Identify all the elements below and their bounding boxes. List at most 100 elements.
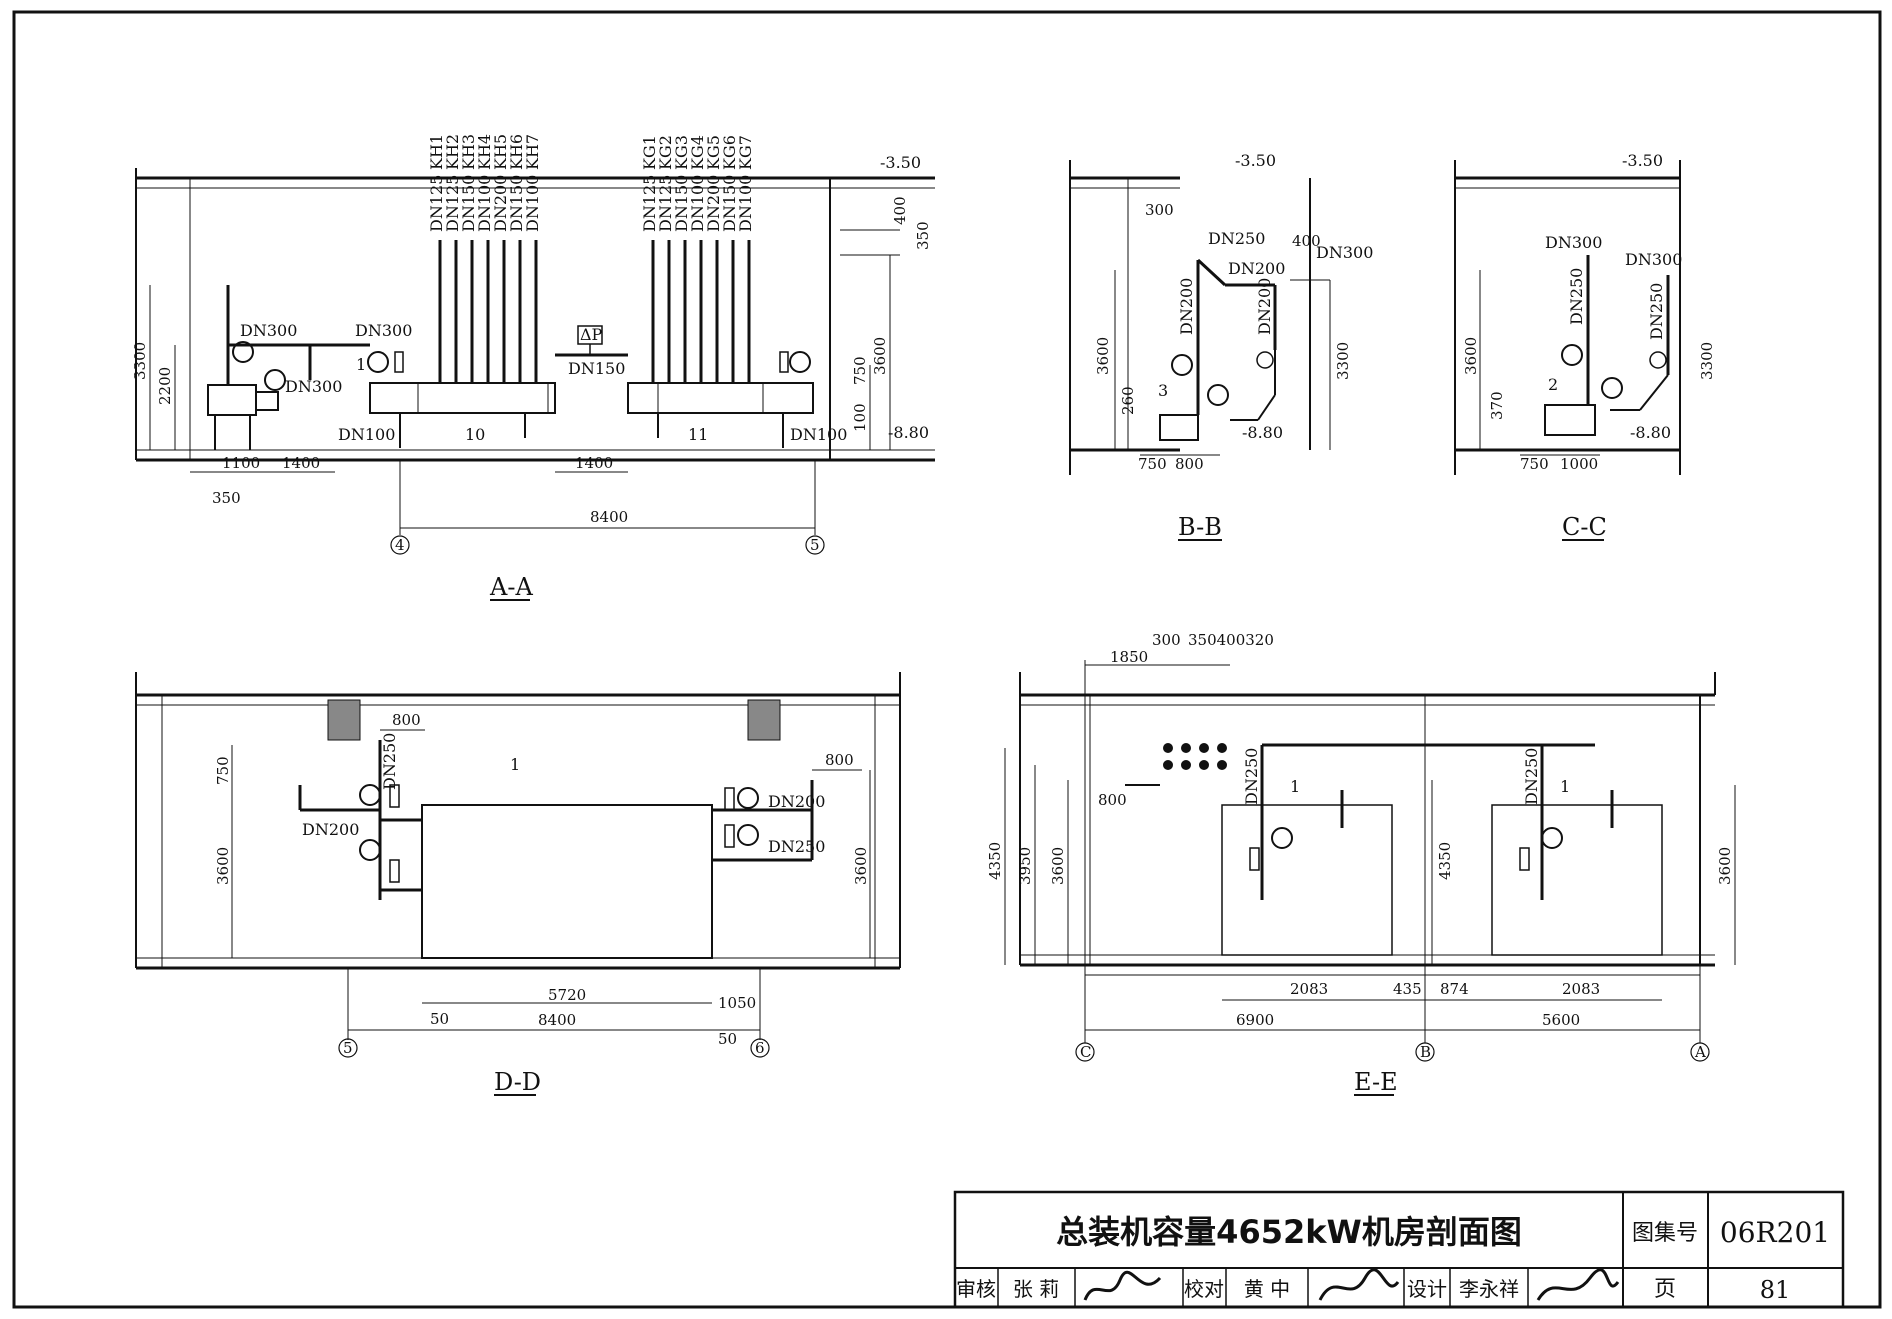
ee-ref-1-right: 1 [1560,777,1570,796]
ee-pipe-node [1199,743,1209,753]
page-number: 81 [1760,1276,1791,1304]
aa-ref-10: 10 [465,425,485,444]
aa-kg3-label: DN150 [672,175,691,232]
ee-pipe-node [1163,760,1173,770]
ee-dn250-left: DN250 [1242,748,1261,805]
section-ee [1004,660,1736,1062]
cc-dim-750: 750 [1520,455,1549,473]
atlas-label: 图集号 [1632,1221,1698,1246]
aa-dim-3300: 3300 [131,342,149,380]
ee-pipe-node [1181,760,1191,770]
aa-kh6-tag: KH6 [507,134,526,170]
dd-dim-1050: 1050 [718,994,756,1012]
aa-level-bottom: -8.80 [888,423,929,442]
aa-kh1-label: DN125 [427,175,446,232]
aa-kg2-tag: KG2 [656,135,675,170]
dd-dim-800-left: 800 [392,711,421,729]
ee-dim-2083-left: 2083 [1290,980,1328,998]
ee-axis-b: B [1420,1043,1431,1061]
section-bb [1069,160,1331,475]
cc-dn300-left: DN300 [1545,233,1602,252]
cc-dn300-right: DN300 [1625,250,1682,269]
aa-kh2-label: DN125 [443,175,462,232]
aa-ref-1: 1 [356,355,366,374]
aa-axis-4: 4 [395,536,405,554]
aa-axis-5: 5 [810,536,820,554]
check-label: 校对 [1184,1277,1224,1301]
aa-kg4-label: DN100 [688,175,707,232]
aa-level-top: -3.50 [880,153,921,172]
dd-dim-50-right: 50 [718,1030,737,1048]
cc-dn250-right: DN250 [1647,283,1666,340]
cc-level-top: -3.50 [1622,151,1663,170]
aa-dp-valve: ΔP [580,325,603,344]
bb-dim-300: 300 [1145,201,1174,219]
section-cc-text: -3.50 -8.80 DN300 DN300 DN250 DN250 3600… [1462,151,1716,541]
designer-signature [1536,1268,1620,1301]
aa-kg2-label: DN125 [656,175,675,232]
aa-dn150: DN150 [568,359,625,378]
aa-kh3-tag: KH3 [459,134,478,170]
aa-kg3-tag: KG3 [672,135,691,170]
bb-dim-3600: 3600 [1094,337,1112,375]
ee-ref-1-left: 1 [1290,777,1300,796]
aa-dim-350: 350 [212,489,241,507]
cc-dim-1000: 1000 [1560,455,1598,473]
aa-dim-100: 100 [851,403,869,432]
ee-dim-4350-mid: 4350 [1436,842,1454,880]
bb-dim-400: 400 [1292,232,1321,250]
cc-ref-2: 2 [1548,375,1558,394]
bb-dim-3300: 3300 [1334,342,1352,380]
dd-dim-50-left: 50 [430,1010,449,1028]
aa-section-title: A-A [489,573,533,601]
aa-kh3-label: DN150 [459,175,478,232]
aa-kg1-tag: KG1 [640,135,659,170]
section-cc [1454,160,1681,475]
cc-level-bottom: -8.80 [1630,423,1671,442]
bb-level-bottom: -8.80 [1242,423,1283,442]
dd-dim-750: 750 [214,756,232,785]
ee-pipe-node [1217,760,1227,770]
dd-axis-6: 6 [755,1039,765,1057]
bb-dn200-top: DN200 [1228,259,1285,278]
bb-dim-800: 800 [1175,455,1204,473]
review-label: 审核 [956,1277,996,1301]
aa-dn300-right: DN300 [355,321,412,340]
aa-branch-risers [438,240,751,383]
cc-dim-3600: 3600 [1462,337,1480,375]
dd-axis-5: 5 [343,1039,353,1057]
dd-dim-5720: 5720 [548,986,586,1004]
cc-dn250-left: DN250 [1567,268,1586,325]
title-block [953,1190,1845,1309]
section-bb-text: -3.50 -8.80 300 DN250 DN200 400 DN300 DN… [1094,151,1373,541]
ee-dim-435: 435 [1393,980,1422,998]
aa-kh4-label: DN100 [475,175,494,232]
bb-dn250: DN250 [1208,229,1265,248]
ee-axis-a: A [1694,1043,1706,1061]
atlas-number: 06R201 [1720,1216,1830,1249]
cc-dim-3300: 3300 [1698,342,1716,380]
aa-dn100-left: DN100 [338,425,395,444]
aa-kg7-tag: KG7 [736,135,755,170]
section-ee-text: 1850 300 350400320 800 4350 3950 3600 43… [986,631,1734,1096]
ee-dim-1850: 1850 [1110,648,1148,666]
aa-kg7-label: DN100 [736,175,755,232]
ee-dim-3600-right: 3600 [1716,847,1734,885]
reviewer-signature [1083,1270,1162,1301]
bb-ref-3: 3 [1158,381,1168,400]
design-label: 设计 [1407,1277,1447,1301]
dd-section-title: D-D [494,1068,541,1096]
aa-kh4-tag: KH4 [475,134,494,170]
ee-dim-6900: 6900 [1236,1011,1274,1029]
dd-dn200-right: DN200 [768,792,825,811]
dd-dn250-right: DN250 [768,837,825,856]
aa-dim-1400-left: 1400 [282,454,320,472]
aa-dn100-right: DN100 [790,425,847,444]
aa-dim-1400-mid: 1400 [575,454,613,472]
dd-dim-8400: 8400 [538,1011,576,1029]
ee-pipe-node [1181,743,1191,753]
ee-dim-874: 874 [1440,980,1469,998]
cc-section-title: C-C [1562,513,1607,541]
section-aa [135,168,935,555]
ee-dim-3950: 3950 [1016,847,1034,885]
